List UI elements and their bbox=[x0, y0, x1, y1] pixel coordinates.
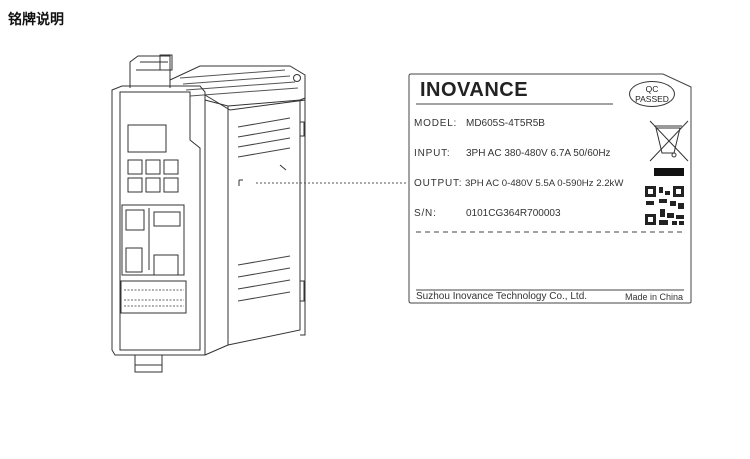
black-bar bbox=[654, 168, 684, 176]
qc-passed-badge: QC PASSED bbox=[629, 81, 675, 107]
weee-bin-icon bbox=[649, 120, 689, 162]
output-label: OUTPUT: bbox=[414, 178, 463, 189]
passed-text: PASSED bbox=[635, 94, 669, 104]
page-title: 铭牌说明 bbox=[8, 12, 64, 28]
side-panel bbox=[204, 97, 306, 356]
sn-label: S/N: bbox=[414, 208, 437, 219]
top-terminal-connector bbox=[129, 54, 173, 88]
keypad bbox=[127, 159, 179, 193]
sn-value: 0101CG364R700003 bbox=[466, 208, 561, 219]
model-label: MODEL: bbox=[414, 118, 458, 129]
model-value: MD605S-4T5R5B bbox=[466, 118, 545, 129]
nameplate: INOVANCE QC PASSED MODEL: MD605S-4T5R5B … bbox=[408, 73, 692, 304]
qr-code-icon bbox=[644, 185, 684, 225]
terminal-block bbox=[120, 280, 187, 314]
display-window bbox=[127, 124, 167, 153]
heatsink-top bbox=[169, 65, 306, 111]
bottom-terminal-connector bbox=[134, 355, 163, 373]
input-value: 3PH AC 380-480V 6.7A 50/60Hz bbox=[466, 148, 611, 159]
origin: Made in China bbox=[625, 292, 684, 302]
input-label: INPUT: bbox=[414, 148, 451, 159]
manufacturer: Suzhou Inovance Technology Co., Ltd. bbox=[416, 291, 588, 302]
brand-logo: INOVANCE bbox=[420, 79, 529, 101]
output-value: 3PH AC 0-480V 5.5A 0-590Hz 2.2kW bbox=[465, 178, 624, 189]
front-panel bbox=[111, 85, 206, 356]
qc-text: QC bbox=[645, 84, 659, 94]
